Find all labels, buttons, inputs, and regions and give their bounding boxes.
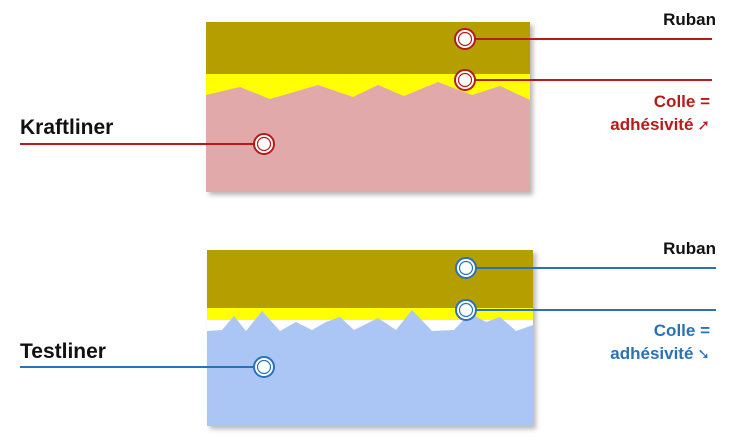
kraftliner-label: Kraftliner: [20, 116, 114, 139]
top-ribbon-layer: [206, 22, 530, 78]
bottom-glue-label-line1: Colle =: [653, 321, 710, 340]
bottom-glue-label-line2-row: adhésivité➘: [610, 342, 710, 366]
testliner-panel: [20, 250, 716, 426]
top-glue-label-line2: adhésivité: [610, 115, 694, 134]
top-ribbon-label: Ruban: [663, 10, 716, 29]
bottom-ribbon-marker: [455, 257, 477, 279]
kraftliner-board: [206, 82, 530, 192]
bottom-ribbon-layer: [207, 250, 533, 312]
testliner-board: [207, 310, 533, 426]
top-ribbon-marker: [454, 28, 476, 50]
top-glue-marker: [454, 69, 476, 91]
top-glue-label-line1: Colle =: [653, 92, 710, 111]
testliner-marker: [253, 356, 275, 378]
kraftliner-panel: [20, 22, 712, 192]
testliner-label: Testliner: [20, 340, 106, 363]
bottom-glue-label: Colle = adhésivité➘: [610, 319, 710, 366]
bottom-ribbon-label: Ruban: [663, 239, 716, 258]
bottom-glue-label-line2: adhésivité: [610, 344, 694, 363]
top-glue-label: Colle = adhésivité➚: [610, 90, 710, 137]
bottom-glue-marker: [455, 299, 477, 321]
adhesion-up-icon: ➚: [697, 117, 710, 134]
kraftliner-marker: [253, 133, 275, 155]
top-glue-label-line2-row: adhésivité➚: [610, 113, 710, 137]
adhesion-down-icon: ➘: [697, 346, 710, 363]
